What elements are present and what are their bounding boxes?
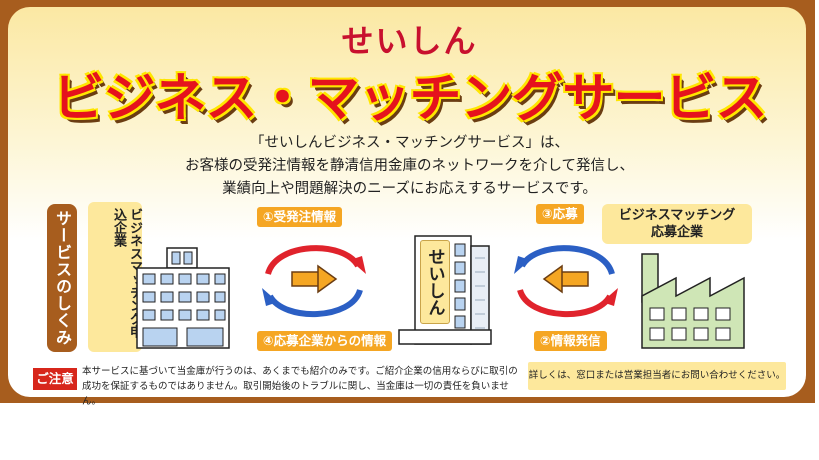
brand-name: せいしん: [341, 22, 478, 60]
responder-label-box: ビジネスマッチング 応募企業: [602, 204, 752, 244]
service-description: 「せいしんビジネス・マッチングサービス」は、 お客様の受発注情報を静清信用金庫の…: [0, 132, 819, 201]
mechanism-label: サービスのしくみ: [47, 204, 77, 352]
step-4-tag: ④応募企業からの情報: [257, 331, 393, 351]
cycle-arrows-right-icon: [514, 245, 618, 317]
office-building-icon: [136, 247, 230, 349]
bank-name-sign: せいしん: [420, 240, 450, 324]
service-title: ビジネス・マッチングサービス: [52, 69, 767, 129]
step-1-tag: ①受発注情報: [257, 207, 343, 227]
cycle-arrows-left-icon: [262, 245, 366, 317]
contact-note: 詳しくは、窓口または営業担当者にお問い合わせください。: [528, 362, 786, 390]
description-line: 「せいしんビジネス・マッチングサービス」は、: [250, 135, 569, 151]
description-line: お客様の受発注情報を静清信用金庫のネットワークを介して発信し、: [184, 158, 635, 174]
description-line: 業績向上や問題解決のニーズにお応えするサービスです。: [222, 181, 597, 197]
responder-company-label: 応募企業: [650, 225, 703, 240]
factory-icon: [641, 253, 745, 349]
responder-company-label: ビジネスマッチング: [618, 208, 736, 223]
step-2-tag: ②情報発信: [534, 331, 607, 351]
notice-label: ご注意: [33, 368, 77, 390]
step-3-tag: ③応募: [536, 204, 584, 224]
applicant-label-box: [88, 202, 142, 352]
notice-text: 本サービスに基づいて当金庫が行うのは、あくまでも紹介のみです。ご紹介企業の信用な…: [82, 366, 518, 407]
